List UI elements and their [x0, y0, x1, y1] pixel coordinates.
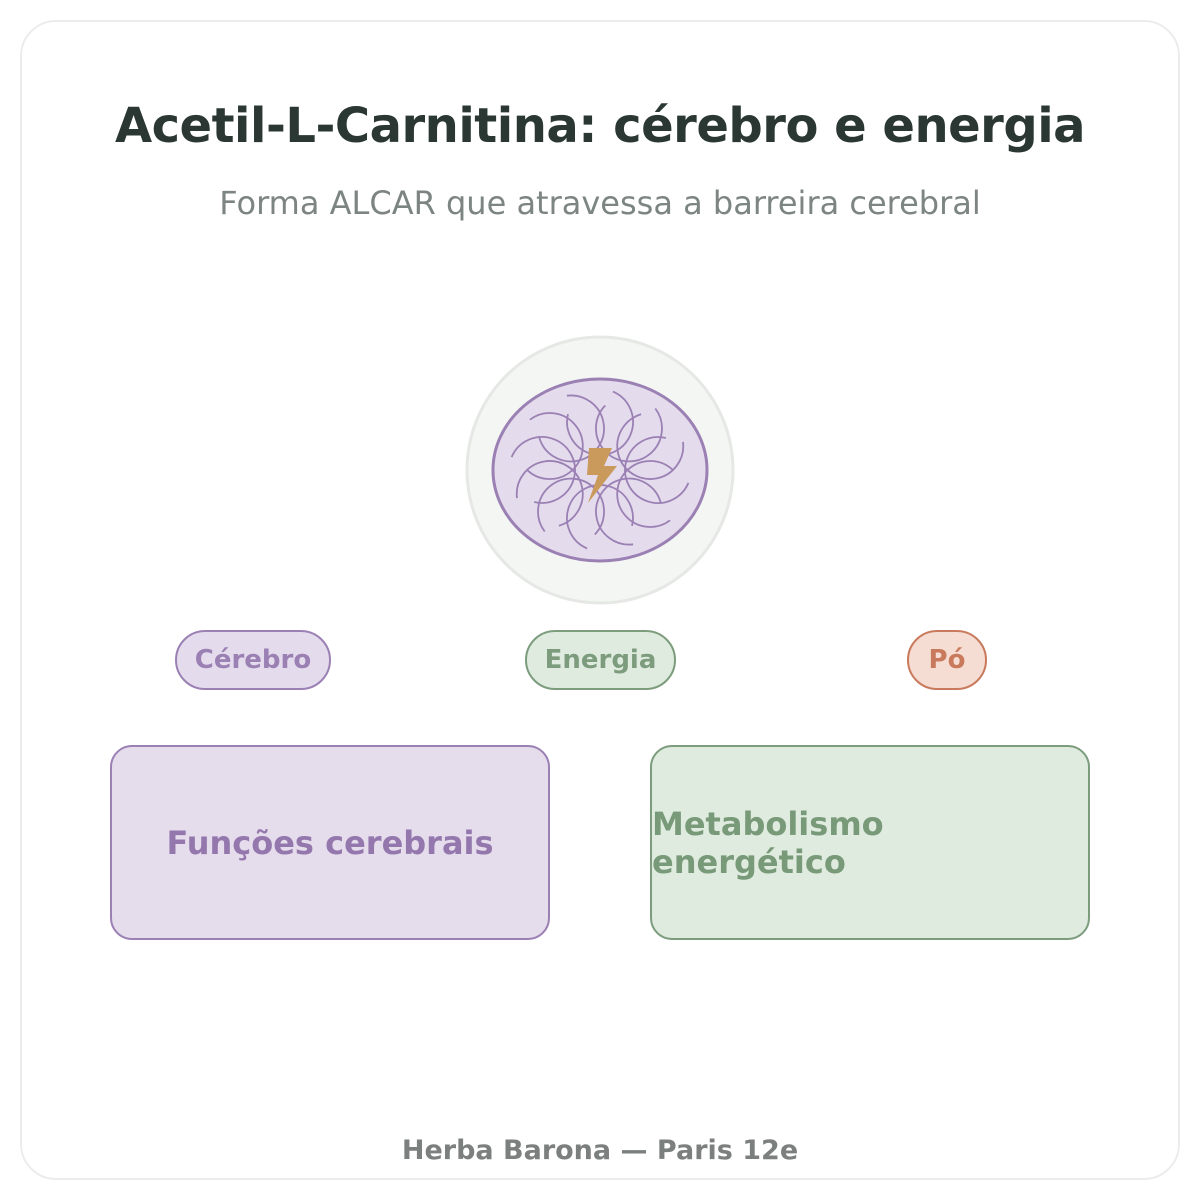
brain-fold	[624, 436, 690, 504]
brain-fold	[510, 436, 576, 504]
footer-brand: Herba Barona — Paris 12e	[401, 1135, 799, 1166]
box-metabolismo-energetico-label: Metabolismo energético	[652, 804, 884, 881]
brain-lightning-icon	[465, 335, 735, 605]
tag-po: Pó	[907, 630, 987, 690]
brain-fold	[566, 390, 634, 456]
brain-fold	[566, 484, 634, 550]
brain-fold	[515, 460, 584, 527]
brain-fold	[538, 394, 605, 463]
brain-fold	[526, 412, 584, 480]
tag-energia: Energia	[525, 630, 676, 690]
tag-cerebro: Cérebro	[175, 630, 331, 690]
lightning-bolt	[587, 448, 617, 503]
page-subtitle: Forma ALCAR que atravessa a barreira cer…	[219, 184, 981, 222]
brain-fold	[595, 404, 663, 463]
brain-fold	[616, 460, 674, 528]
box-funcoes-cerebrais: Funções cerebrais	[110, 745, 550, 940]
box-metabolismo-energetico: Metabolismo energético	[650, 745, 1090, 940]
brain-fold	[595, 477, 662, 546]
brain-folds	[510, 390, 690, 550]
brain-fold	[616, 413, 685, 480]
box-funcoes-cerebrais-label: Funções cerebrais	[166, 823, 494, 862]
page-title: Acetil-L-Carnitina: cérebro e energia	[114, 98, 1086, 154]
